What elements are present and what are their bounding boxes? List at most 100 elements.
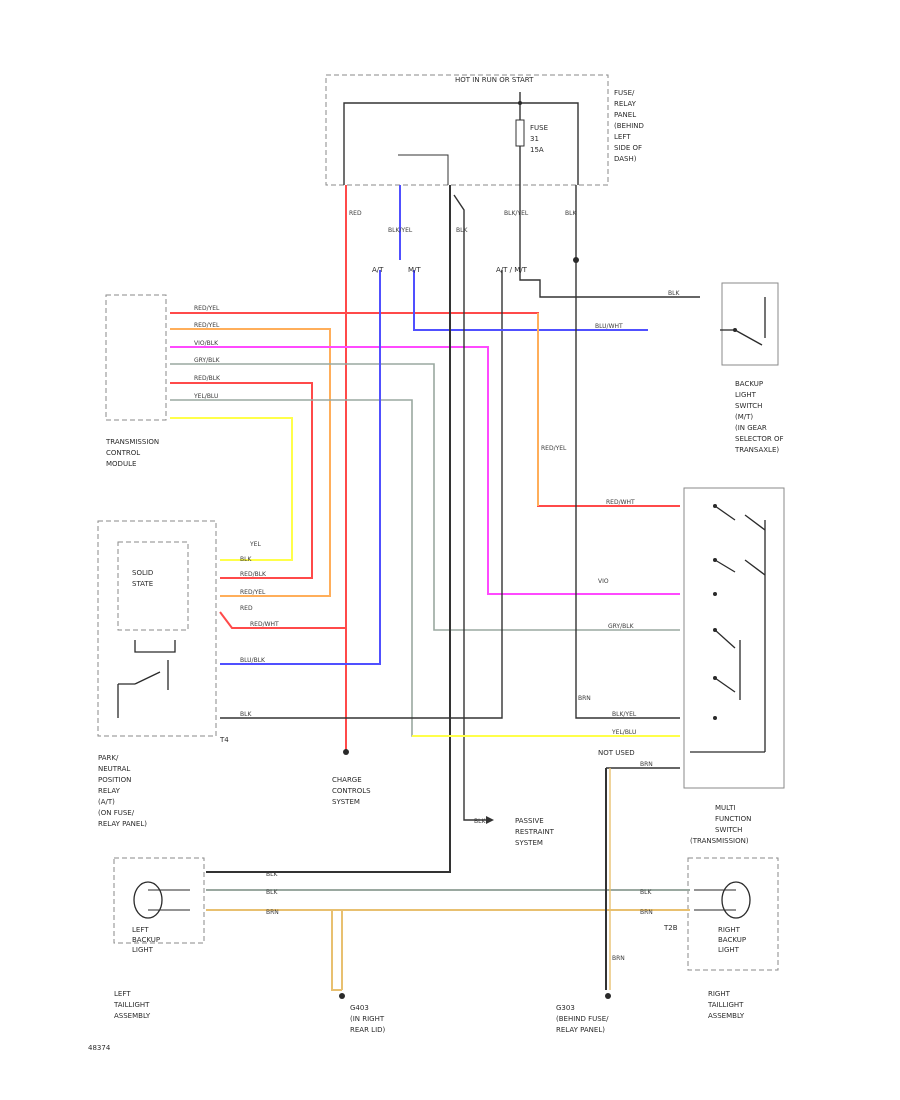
svg-text:(BEHIND FUSE/: (BEHIND FUSE/ [556,1015,609,1023]
svg-text:CONTROLS: CONTROLS [332,787,371,795]
fuse-31-element [515,119,525,147]
svg-text:BLK: BLK [266,889,278,896]
svg-text:TAILLIGHT: TAILLIGHT [113,1001,150,1009]
svg-text:DASH): DASH) [614,155,637,163]
at-label: A/T [372,266,384,274]
svg-text:BACKUP: BACKUP [132,936,160,944]
svg-text:FUSE: FUSE [530,124,548,132]
page-id: 48374 [88,1044,111,1052]
fuse-junction-dot [518,101,522,105]
svg-text:(BEHIND: (BEHIND [614,122,644,130]
svg-text:BLK/YEL: BLK/YEL [612,711,637,718]
t2b-label: T2B [663,924,678,932]
pnp-relay-switch-symbol [117,640,176,718]
svg-text:BACKUP: BACKUP [718,936,746,944]
svg-text:RED/YEL: RED/YEL [541,445,567,452]
t4-label: T4 [219,736,229,744]
svg-text:BLK/YEL: BLK/YEL [504,210,529,217]
svg-text:BLU/BLK: BLU/BLK [240,657,266,664]
svg-text:YEL: YEL [249,541,261,548]
wire-black-multi [575,185,680,719]
fuse-panel-bus [343,102,579,185]
svg-text:FUNCTION: FUNCTION [715,815,751,823]
svg-text:RIGHT: RIGHT [718,926,741,934]
svg-text:SIDE OF: SIDE OF [614,144,642,152]
svg-text:(A/T): (A/T) [98,798,115,806]
svg-text:RELAY PANEL): RELAY PANEL) [98,820,147,828]
charge-control-label: CHARGE CONTROLS SYSTEM [332,776,371,806]
wire-tcm-6-gray [170,399,680,737]
svg-text:VIO: VIO [598,578,609,585]
svg-text:RED/YEL: RED/YEL [240,589,266,596]
svg-text:VIO/BLK: VIO/BLK [194,340,219,347]
pnp-relay-label: PARK/ NEUTRAL POSITION RELAY (A/T) (ON F… [98,754,147,828]
svg-text:SYSTEM: SYSTEM [332,798,360,806]
g403-label: G403 (IN RIGHT REAR LID) [350,1004,386,1034]
pnp-relay-outer-box [97,520,217,737]
svg-text:BLK: BLK [668,290,680,297]
svg-text:RELAY PANEL): RELAY PANEL) [556,1026,605,1034]
svg-text:LEFT: LEFT [132,926,149,934]
svg-text:(IN GEAR: (IN GEAR [735,424,767,432]
svg-text:BRN: BRN [578,695,591,702]
svg-text:RELAY: RELAY [98,787,121,795]
svg-text:BRN: BRN [266,909,279,916]
svg-text:BLK: BLK [565,210,577,217]
svg-text:LEFT: LEFT [614,133,631,141]
wire-brown-g403 [331,910,342,991]
svg-text:15A: 15A [530,146,544,154]
svg-text:BRN: BRN [640,909,653,916]
svg-text:RED/BLK: RED/BLK [240,571,267,578]
svg-text:LIGHT: LIGHT [735,391,757,399]
svg-text:ASSEMBLY: ASSEMBLY [114,1012,151,1020]
svg-text:RED/YEL: RED/YEL [194,305,220,312]
left-bulb [133,881,190,919]
svg-text:TAILLIGHT: TAILLIGHT [707,1001,744,1009]
svg-text:LIGHT: LIGHT [718,946,740,954]
svg-text:TRANSAXLE): TRANSAXLE) [734,446,779,454]
fuse-label: FUSE 31 15A [530,124,548,154]
passive-restraint-label: PASSIVE RESTRAINT SYSTEM [515,817,555,847]
svg-text:RED: RED [240,605,253,612]
solid-state-box [117,541,189,631]
wire-labels: RED/YEL RED/YEL VIO/BLK GRY/BLK RED/BLK … [193,210,680,962]
svg-text:(ON FUSE/: (ON FUSE/ [98,809,135,817]
svg-text:SELECTOR OF: SELECTOR OF [735,435,784,443]
wire-black-left-tail [206,185,451,873]
svg-text:RIGHT: RIGHT [708,990,731,998]
wire-tcm-4-gray [170,363,680,631]
svg-text:RED: RED [349,210,362,217]
svg-text:NEUTRAL: NEUTRAL [98,765,130,773]
atmt-label: A/T / M/T [496,266,528,274]
svg-text:YEL/BLU: YEL/BLU [193,393,218,400]
svg-text:31: 31 [530,135,539,143]
svg-text:RED/WHT: RED/WHT [606,499,635,506]
passive-arrow [486,816,494,824]
svg-text:GRY/BLK: GRY/BLK [608,623,635,630]
solid-state-label: SOLID STATE [132,569,153,588]
svg-text:CHARGE: CHARGE [332,776,362,784]
wire-blue-backup [413,270,648,331]
svg-text:PANEL: PANEL [614,111,636,119]
multi-switch-label: MULTI FUNCTION SWITCH (TRANSMISSION) [690,804,751,845]
not-used-label: NOT USED [598,749,635,757]
wire-tcm-2-orange [170,328,331,597]
right-backup-label: RIGHT BACKUP LIGHT [718,926,746,954]
backup-switch-symbol [720,297,766,346]
svg-text:RESTRAINT: RESTRAINT [515,828,555,836]
fuse-relay-panel-box [325,74,609,186]
right-bulb [694,881,751,919]
svg-text:LIGHT: LIGHT [132,946,154,954]
right-taillight-box [687,857,779,971]
svg-text:BLK: BLK [240,556,252,563]
wire-relay-blue [220,270,381,665]
svg-text:REAR LID): REAR LID) [350,1026,386,1034]
svg-text:PARK/: PARK/ [98,754,119,762]
wire-tcm-3-magenta [170,346,680,595]
svg-text:BRN: BRN [640,761,653,768]
multi-function-switch-box [683,487,785,789]
svg-text:YEL/BLU: YEL/BLU [611,729,636,736]
g403-dot [339,993,345,999]
svg-text:(M/T): (M/T) [735,413,753,421]
